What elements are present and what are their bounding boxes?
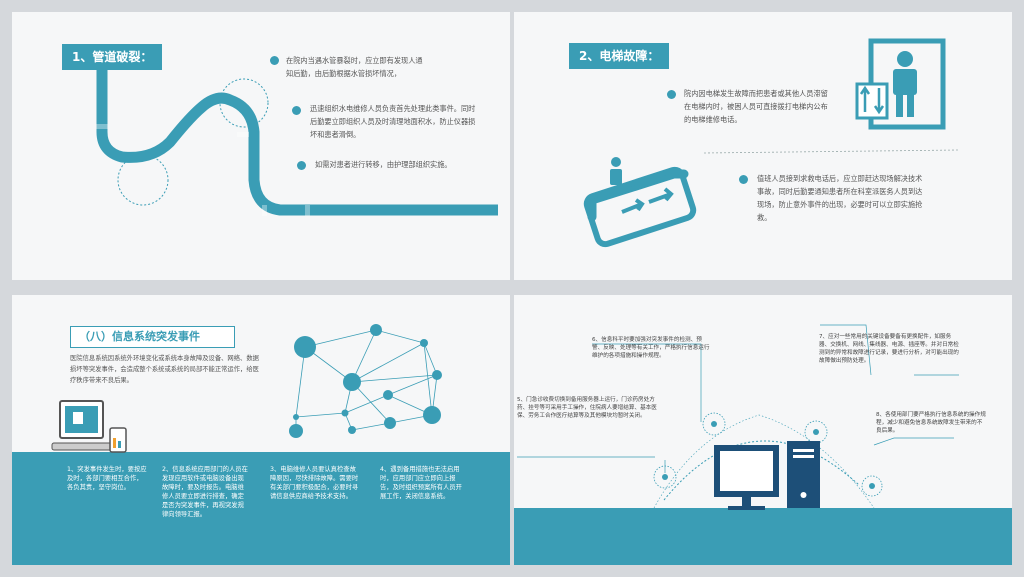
band-item-4: 4、遇到备用措施也无法启用时，应用部门应立即向上报告，及时组织预案所有人员开展工… [380,466,462,500]
person-head-icon [897,51,913,67]
band-item-3: 3、电脑维修人员要认真检查故障原因，尽快排除故障。需要时有关部门要积极配合，必要… [270,466,359,500]
info-band [12,452,510,565]
network-graph-icon [289,324,442,438]
dashed-circle-2 [219,78,269,128]
item-2: 迅速组织水电维修人员负责首先处理此类事件。同时后勤要立即组织人员及时清理地面积水… [310,104,476,139]
divider-line [703,149,960,154]
pipe-illustration [96,52,498,216]
slide-info-measures: 6、信息科平时要加强对突发事件的检测、预警、反映、处理等有关工作，严格执行信息运… [514,295,1012,565]
pipe-path [96,52,498,216]
slide-elevator-fault: 2、电梯故障： 院内因电梯发生故障而把患者或其他人员滞留在电梯内时，被困人员可直… [514,12,1012,280]
bullet-dot [292,106,301,115]
slide-title: 2、电梯故障： [569,43,670,69]
bullet-dot [739,175,748,184]
bullet-dot [270,56,279,65]
item-5: 5、门急诊收费切换到备用服务器上运行，门诊药房处方药、挂号等可采用手工操作，住院… [517,397,657,419]
item-2: 值班人员接到求救电话后，应立即赶达现场解决技术事故，同时后勤要通知患者所在科室派… [757,174,923,222]
slide-title: 1、管道破裂： [62,44,163,70]
slide-pipe-burst: 1、管道破裂： 在院内当遇水管暴裂时，应立即有发现人通知后勤，由后勤根据水管损坏… [12,12,510,280]
bullet-dot [297,161,306,170]
slide-info-system: （八）信息系统突发事件 医院信息系统因系统外环境变化或系统本身故障及设备、网络、… [12,295,510,565]
computer-icon [51,400,127,453]
bottom-band [514,508,1012,565]
item-1: 院内因电梯发生故障而把患者或其他人员滞留在电梯内时，被困人员可直接拨打电梯内公布… [684,89,828,124]
band-item-2: 2、信息系统应用部门的人员在发现应用软件或电脑设备出现故障时，要及时报告。电脑维… [162,466,248,518]
band-item-1: 1、突发事件发生时，要按应及时，各部门要相互合作，各负其责，坚守岗位。 [67,466,147,491]
up-down-icon [855,82,889,120]
server-illustration [517,324,959,510]
elevator-illustration [583,38,960,248]
item-6: 6、信息科平时要加强对突发事件的检测、预警、反映、处理等有关工作，严格执行信息运… [592,337,710,359]
intro-text: 医院信息系统因系统外环境变化或系统本身故障及设备、网络、数据损坏等突发事件，会造… [70,355,259,384]
bullet-dot [667,90,676,99]
item-7: 7、应对一些常用的关键设备要备有更换配件，如服务器、交换机、网线、集线器、电源、… [819,334,959,364]
item-3: 如需对患者进行转移，由护理部组织实施。 [315,160,452,169]
slide-title: （八）信息系统突发事件 [70,326,235,348]
item-8: 8、各使用部门要严格执行信息系统的操作规程，减少和避免信息系统故障发生带来的不良… [876,412,986,434]
escalator-icon [583,157,697,248]
item-1: 在院内当遇水管暴裂时，应立即有发现人通知后勤，由后勤根据水管损坏情况， [286,56,423,78]
